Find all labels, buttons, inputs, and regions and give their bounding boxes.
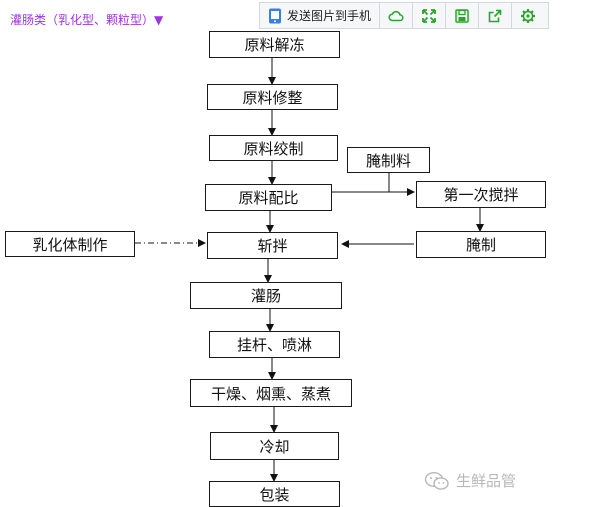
step-raw-trim: 原料修整	[207, 84, 338, 110]
watermark-text: 生鲜品管	[456, 472, 517, 490]
save-icon	[455, 8, 469, 23]
step-chop: 斩拌	[207, 232, 338, 259]
watermark: 生鲜品管	[424, 470, 516, 491]
save-button[interactable]	[446, 3, 480, 28]
step-emulsion: 乳化体制作	[5, 231, 135, 257]
share-button[interactable]	[479, 3, 513, 28]
cloud-icon	[388, 10, 404, 21]
send-to-phone-label: 发送图片到手机	[287, 9, 372, 23]
step-stuff: 灌肠	[190, 282, 342, 309]
expand-icon	[422, 8, 436, 23]
expand-button[interactable]	[413, 3, 447, 28]
send-phone-icon	[269, 8, 281, 23]
image-toolbar: 发送图片到手机	[259, 2, 549, 29]
step-first-mix: 第一次搅拌	[416, 181, 546, 208]
send-to-phone-button[interactable]: 发送图片到手机	[260, 3, 381, 28]
cloud-button[interactable]	[380, 3, 414, 28]
step-hang: 挂杆、喷淋	[209, 331, 340, 358]
category-caption[interactable]: 灌肠类（乳化型、颗粒型）▼	[10, 13, 164, 27]
step-cool: 冷却	[210, 432, 339, 460]
step-curing-agent: 腌制料	[347, 147, 430, 173]
share-icon	[488, 9, 502, 22]
step-raw-ratio: 原料配比	[205, 184, 332, 211]
step-raw-mince: 原料绞制	[209, 135, 338, 161]
wechat-icon	[424, 471, 449, 490]
step-pack: 包装	[209, 481, 340, 507]
step-cure: 腌制	[416, 231, 546, 258]
settings-button[interactable]	[512, 3, 544, 28]
step-dry: 干燥、烟熏、蒸煮	[190, 379, 352, 407]
gear-icon	[521, 8, 536, 23]
step-raw-thaw: 原料解冻	[209, 31, 340, 58]
